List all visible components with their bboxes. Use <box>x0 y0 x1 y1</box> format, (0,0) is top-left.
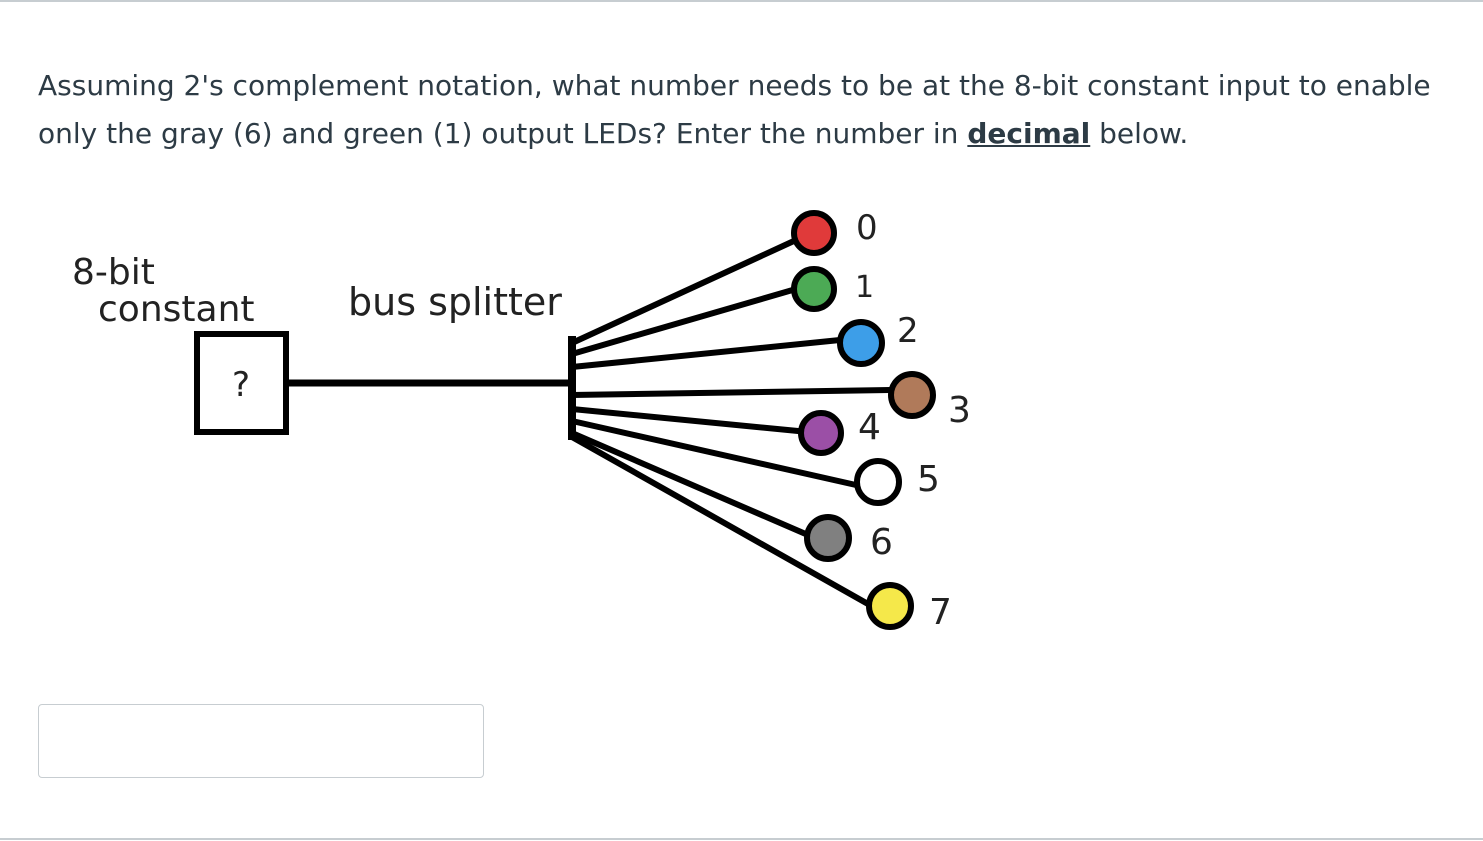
led-label-0: 0 <box>856 208 878 248</box>
question-text: Assuming 2's complement notation, what n… <box>38 62 1448 158</box>
led-label-3: 3 <box>948 390 971 431</box>
led-label-5: 5 <box>917 459 940 500</box>
question-emphasis: decimal <box>967 117 1091 150</box>
led-label-4: 4 <box>858 407 881 448</box>
constant-value: ? <box>232 365 250 405</box>
led-3 <box>888 371 936 419</box>
led-label-1: 1 <box>855 270 874 305</box>
bottom-divider <box>0 838 1483 840</box>
fan-out-wires <box>569 237 893 607</box>
wire-4 <box>569 406 801 434</box>
constant-label-line1: 8-bit <box>72 252 155 293</box>
led-7 <box>866 582 914 630</box>
constant-box <box>194 331 289 435</box>
wire-7 <box>569 434 871 607</box>
answer-input[interactable] <box>38 704 484 778</box>
led-label-7: 7 <box>929 592 952 633</box>
led-group <box>791 210 936 630</box>
top-divider <box>0 0 1483 2</box>
led-label-2: 2 <box>897 311 919 351</box>
led-0 <box>791 210 837 256</box>
led-6 <box>804 514 852 562</box>
led-5 <box>854 458 902 506</box>
constant-label-line2: constant <box>98 289 255 330</box>
question-text-before: Assuming 2's complement notation, what n… <box>38 69 1431 150</box>
wire-1 <box>569 286 799 357</box>
splitter-label: bus splitter <box>348 280 562 324</box>
wire-2 <box>569 337 843 370</box>
led-label-6: 6 <box>870 522 893 563</box>
led-1 <box>791 266 837 312</box>
wire-5 <box>569 418 859 488</box>
led-2 <box>837 319 885 367</box>
wire-6 <box>569 430 811 538</box>
led-4 <box>798 410 844 456</box>
wire-3 <box>569 387 893 398</box>
led-labels: 0 1 2 3 4 5 6 7 <box>855 208 971 633</box>
question-text-after: below. <box>1090 117 1189 150</box>
wire-0 <box>569 237 799 346</box>
bus-splitter-diagram: 8-bit constant ? bus splitter 0 1 2 3 4 <box>72 208 971 633</box>
